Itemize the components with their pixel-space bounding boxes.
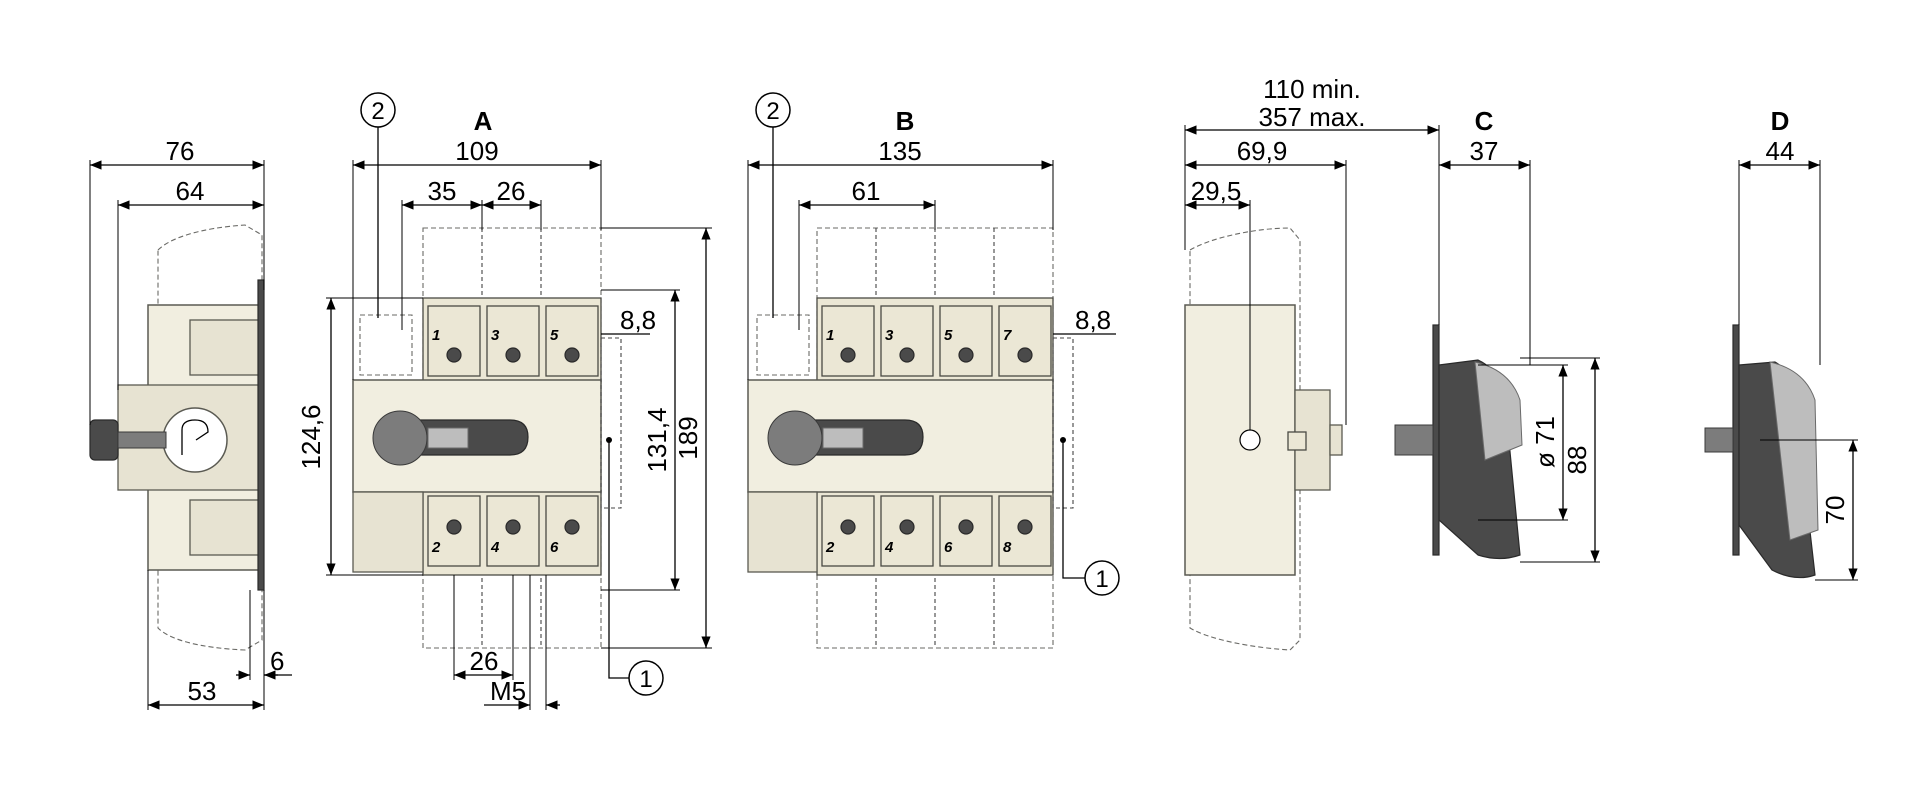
view-b: B 1 3 5 7 bbox=[747, 92, 1120, 649]
view-a: A 1 3 5 2 4 6 bbox=[296, 92, 712, 710]
d-handle-grip bbox=[1769, 361, 1819, 541]
view-a-rotary-handle bbox=[372, 410, 529, 466]
callout-2-b: 2 bbox=[755, 92, 791, 318]
view-c: C 110 min. 357 max. 69,9 29,5 37 ø 71 8 bbox=[1184, 74, 1600, 651]
dim-70: 70 bbox=[1820, 496, 1850, 525]
side-handle-stub bbox=[89, 419, 119, 461]
dim-26-bottom: 26 bbox=[470, 646, 499, 676]
dim-26-top: 26 bbox=[497, 176, 526, 206]
view-b-bottom-terminals: 2 4 6 8 bbox=[821, 495, 1052, 567]
d-shaft bbox=[1704, 427, 1734, 453]
dim-131-4: 131,4 bbox=[642, 407, 672, 472]
dim-61: 61 bbox=[852, 176, 881, 206]
terminal-screw bbox=[899, 519, 915, 535]
terminal-screw bbox=[505, 519, 521, 535]
terminal-number: 5 bbox=[944, 327, 953, 344]
terminal-number: 4 bbox=[884, 539, 894, 556]
dim-8-8-a: 8,8 bbox=[620, 305, 656, 335]
side-cam-icon bbox=[181, 419, 209, 455]
view-d: D 44 70 bbox=[1704, 106, 1858, 581]
dim-69-9: 69,9 bbox=[1237, 136, 1288, 166]
terminal-screw bbox=[1017, 347, 1033, 363]
terminal-number: 5 bbox=[550, 327, 559, 344]
dim-dia-71: ø 71 bbox=[1530, 416, 1560, 468]
terminal-number: 3 bbox=[885, 327, 894, 344]
c-shaft-end bbox=[1329, 424, 1343, 456]
dim-29-5: 29,5 bbox=[1191, 176, 1242, 206]
terminal-screw bbox=[840, 519, 856, 535]
view-a-top-terminals: 1 3 5 bbox=[427, 305, 599, 377]
view-b-aux-contact bbox=[756, 314, 810, 376]
dim-37: 37 bbox=[1470, 136, 1499, 166]
svg-text:1: 1 bbox=[1095, 566, 1108, 593]
svg-text:1: 1 bbox=[639, 666, 652, 693]
view-b-top-terminals: 1 3 5 7 bbox=[821, 305, 1052, 377]
svg-text:2: 2 bbox=[766, 98, 779, 125]
dim-357-max: 357 max. bbox=[1259, 102, 1366, 132]
view-c-label: C bbox=[1475, 106, 1494, 136]
side-shaft-disc bbox=[162, 407, 228, 473]
terminal-number: 3 bbox=[491, 327, 500, 344]
c-door bbox=[1432, 324, 1440, 556]
d-door bbox=[1732, 324, 1740, 556]
terminal-screw bbox=[564, 347, 580, 363]
dim-88: 88 bbox=[1562, 446, 1592, 475]
terminal-number: 2 bbox=[825, 539, 835, 556]
callout-1-a: 1 bbox=[606, 437, 664, 696]
dim-53: 53 bbox=[188, 676, 217, 706]
terminal-number: 2 bbox=[431, 539, 441, 556]
terminal-number: 8 bbox=[1003, 539, 1012, 556]
view-a-side-module bbox=[352, 491, 424, 573]
terminal-number: 7 bbox=[1003, 327, 1012, 344]
dim-76: 76 bbox=[166, 136, 195, 166]
dim-124-6: 124,6 bbox=[296, 404, 326, 469]
dim-m5: M5 bbox=[490, 676, 526, 706]
view-a-bottom-terminals: 2 4 6 bbox=[427, 495, 599, 567]
terminal-number: 1 bbox=[826, 327, 834, 344]
view-d-label: D bbox=[1771, 106, 1790, 136]
view-b-rotary-handle bbox=[767, 410, 924, 466]
terminal-screw bbox=[564, 519, 580, 535]
callout-1-b: 1 bbox=[1060, 437, 1120, 596]
view-b-side-module bbox=[747, 491, 818, 573]
dim-189: 189 bbox=[673, 416, 703, 459]
terminal-screw bbox=[958, 519, 974, 535]
terminal-screw bbox=[899, 347, 915, 363]
terminal-number: 4 bbox=[490, 539, 500, 556]
side-shaft bbox=[117, 431, 167, 449]
view-b-label: B bbox=[896, 106, 915, 136]
dim-64: 64 bbox=[176, 176, 205, 206]
dim-8-8-b: 8,8 bbox=[1075, 305, 1111, 335]
svg-text:2: 2 bbox=[371, 98, 384, 125]
dim-35: 35 bbox=[428, 176, 457, 206]
dim-44: 44 bbox=[1766, 136, 1795, 166]
dim-6: 6 bbox=[270, 646, 284, 676]
view-a-label: A bbox=[474, 106, 493, 136]
dim-135: 135 bbox=[878, 136, 921, 166]
c-extension-shaft bbox=[1394, 424, 1434, 456]
side-view: 76 64 53 6 bbox=[89, 136, 292, 710]
terminal-screw bbox=[958, 347, 974, 363]
side-mount-plate bbox=[257, 279, 265, 591]
c-square-shaft bbox=[1287, 431, 1307, 451]
terminal-screw bbox=[446, 347, 462, 363]
terminal-number: 6 bbox=[550, 539, 559, 556]
terminal-screw bbox=[446, 519, 462, 535]
view-a-aux-contact bbox=[359, 314, 413, 376]
dim-110-min: 110 min. bbox=[1263, 74, 1361, 104]
terminal-screw bbox=[840, 347, 856, 363]
side-lower-terminal bbox=[189, 499, 263, 556]
terminal-number: 1 bbox=[432, 327, 440, 344]
terminal-screw bbox=[1017, 519, 1033, 535]
dim-109: 109 bbox=[455, 136, 498, 166]
c-shaft-center bbox=[1239, 429, 1261, 451]
callout-2-a: 2 bbox=[360, 92, 396, 318]
side-upper-terminal bbox=[189, 319, 263, 376]
terminal-screw bbox=[505, 347, 521, 363]
terminal-number: 6 bbox=[944, 539, 953, 556]
